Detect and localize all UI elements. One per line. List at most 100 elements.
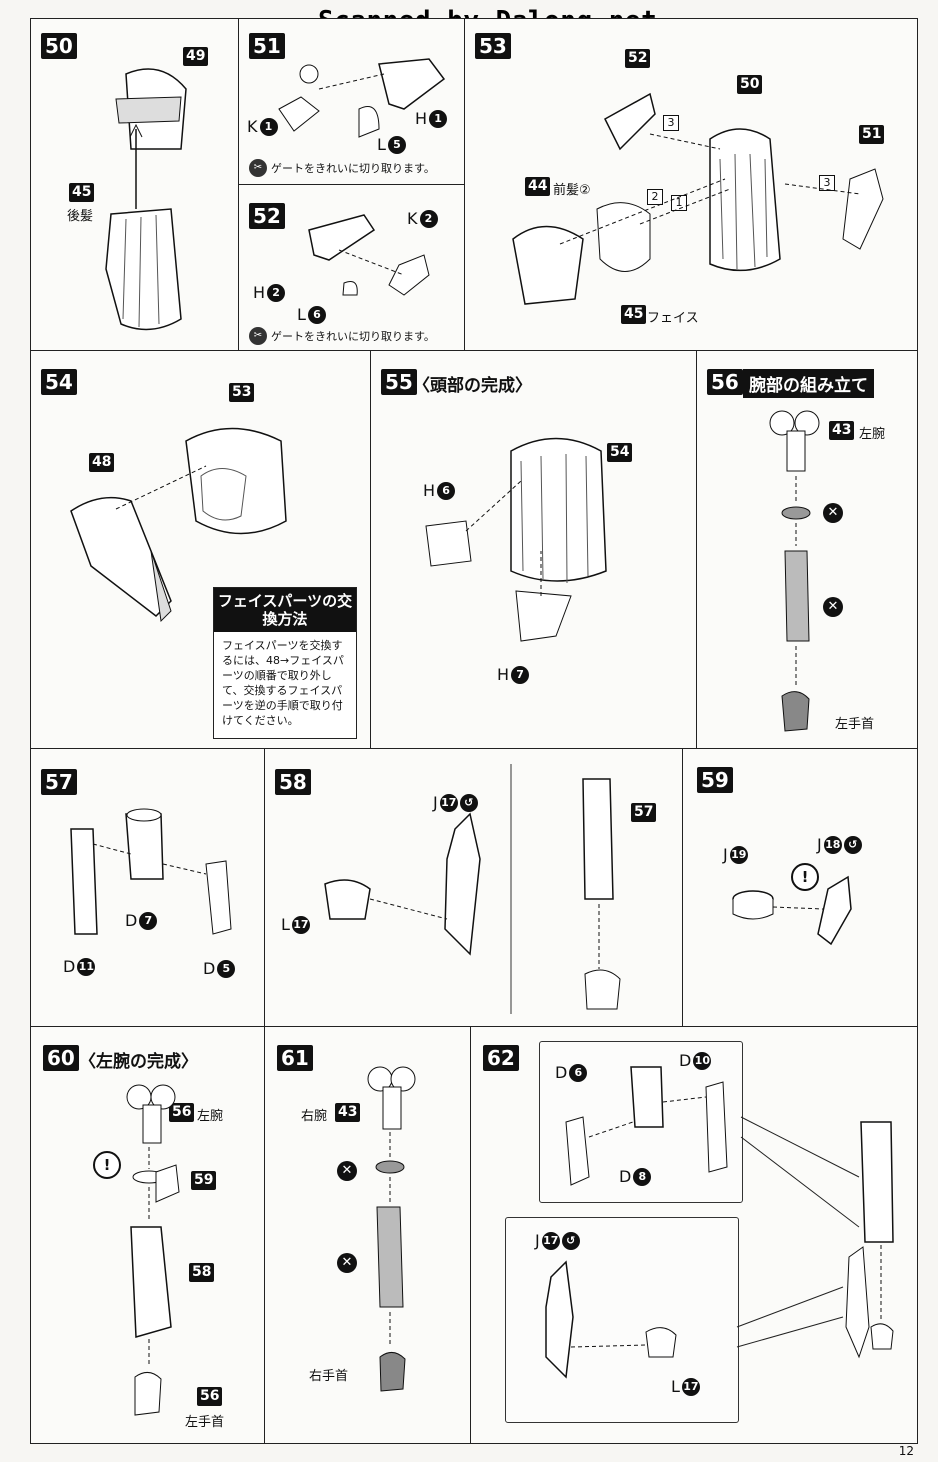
step-53-number: 53 (475, 33, 511, 59)
label-left-arm: 左腕 (197, 1109, 224, 1124)
label-right-arm: 右腕 (301, 1109, 328, 1124)
info-box-title: フェイスパーツの交換方法 (214, 588, 356, 632)
label-front-hair-2: 前髪② (553, 183, 591, 198)
caution-icon: ! (791, 863, 819, 891)
sequence-1: 1 (671, 195, 687, 211)
label-left-arm: 左腕 (859, 427, 886, 442)
label-back-hair: 後髪 (67, 209, 94, 224)
part-tag-54: 54 (607, 443, 633, 462)
step-52-number: 52 (249, 203, 285, 229)
label-right-wrist: 右手首 (309, 1369, 349, 1384)
step-62-number: 62 (483, 1045, 519, 1071)
label-left-wrist: 左手首 (185, 1415, 225, 1430)
flip-icon: ↺ (561, 1231, 580, 1250)
part-assembly-51 (278, 58, 446, 138)
part-tag-56: 56 (169, 1103, 195, 1122)
remove-x-icon: ✕ (823, 503, 843, 523)
part-tag-53: 53 (229, 383, 255, 402)
right-arm-armor-62 (545, 1066, 894, 1379)
step-61-panel: 61 43 右腕 右手首 ✕ ✕ (264, 1026, 472, 1444)
gate-cut-icon: ✂ (249, 159, 267, 177)
step-50-panel: 50 49 45 後髪 (30, 18, 240, 352)
head-complete-55 (425, 437, 607, 642)
page-number: 12 (898, 1444, 914, 1458)
part-tag-45-face: 45 (621, 305, 647, 324)
caution-icon: ! (93, 1151, 121, 1179)
remove-x-icon: ✕ (823, 597, 843, 617)
part-tag-57: 57 (631, 803, 657, 822)
sequence-2: 2 (647, 189, 663, 205)
info-box-body: フェイスパーツを交換するには、48→フェイスパーツの順番で取り外して、交換するフ… (222, 639, 344, 727)
part-tag-49: 49 (183, 47, 209, 66)
step-54-panel: 54 53 48 フェイスパーツの交換方法 フェイスパーツを交換するには、48→… (30, 350, 372, 750)
part-tag-43: 43 (829, 421, 855, 440)
step-57-number: 57 (41, 769, 77, 795)
arm-armor-58 (324, 764, 621, 1014)
label-face: フェイス (647, 311, 699, 326)
part-tag-43: 43 (335, 1103, 361, 1122)
step-60-number: 60 (43, 1045, 79, 1071)
step-54-number: 54 (41, 369, 77, 395)
step-53-panel: 53 52 50 51 44 前髪② 45 フェイス 3 3 2 1 (464, 18, 918, 352)
step-61-number: 61 (277, 1045, 313, 1071)
part-tag-56-wrist: 56 (197, 1387, 223, 1406)
gate-cut-icon: ✂ (249, 327, 267, 345)
part-tag-51: 51 (859, 125, 885, 144)
shoulder-parts-59 (732, 875, 852, 946)
flip-icon: ↺ (843, 835, 862, 854)
step-56-title: 腕部の組み立て (743, 369, 874, 398)
head-hair-54 (70, 427, 287, 623)
part-tag-44: 44 (525, 177, 551, 196)
right-arm-61 (367, 1066, 416, 1392)
label-left-wrist: 左手首 (835, 717, 875, 732)
head-assembly-53 (512, 92, 884, 305)
arm-assembly-56 (769, 410, 820, 732)
step-55-title: 〈頭部の完成〉 (413, 376, 532, 396)
remove-x-icon: ✕ (337, 1253, 357, 1273)
face-swap-info-box: フェイスパーツの交換方法 フェイスパーツを交換するには、48→フェイスパーツの順… (213, 587, 357, 739)
gate-note-2: ✂ゲートをきれいに切り取ります。 (249, 327, 435, 345)
step-58-number: 58 (275, 769, 311, 795)
part-tag-59: 59 (191, 1171, 217, 1190)
sequence-3b: 3 (819, 175, 835, 191)
sub-assembly-box-lower (505, 1217, 739, 1423)
remove-x-icon: ✕ (337, 1161, 357, 1181)
part-tag-52: 52 (625, 49, 651, 68)
sequence-3a: 3 (663, 115, 679, 131)
part-tag-45: 45 (69, 183, 95, 202)
left-arm-complete-60 (126, 1084, 180, 1416)
gate-note: ✂ゲートをきれいに切り取ります。 (249, 159, 435, 177)
step-50-number: 50 (41, 33, 77, 59)
step-55-number: 55 (381, 369, 417, 395)
part-tag-48: 48 (89, 453, 115, 472)
step-56-number: 56 (707, 369, 743, 395)
step-59-number: 59 (697, 767, 733, 793)
step-60-panel: 60 〈左腕の完成〉 56 左腕 59 58 56 左手首 ! (30, 1026, 266, 1444)
back-hair-illustration (105, 68, 187, 331)
part-tag-58: 58 (189, 1263, 215, 1282)
